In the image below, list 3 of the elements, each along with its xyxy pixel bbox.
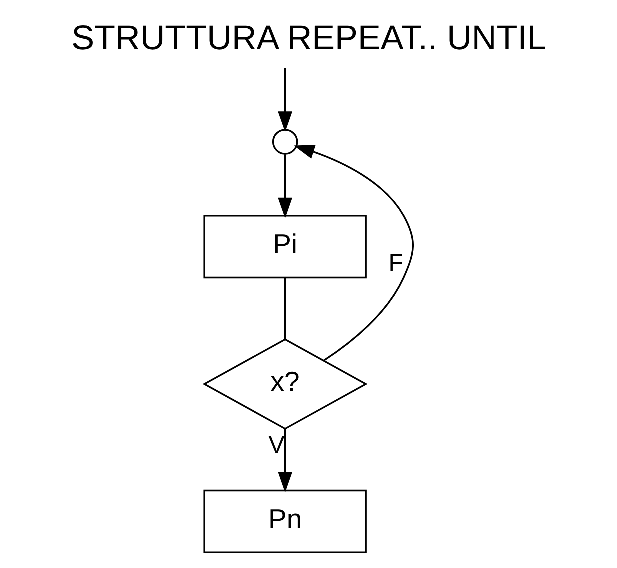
- edge-label: F: [388, 250, 404, 278]
- diagram-title: STRUTTURA REPEAT.. UNTIL: [71, 20, 546, 58]
- edge-label: V: [268, 432, 284, 460]
